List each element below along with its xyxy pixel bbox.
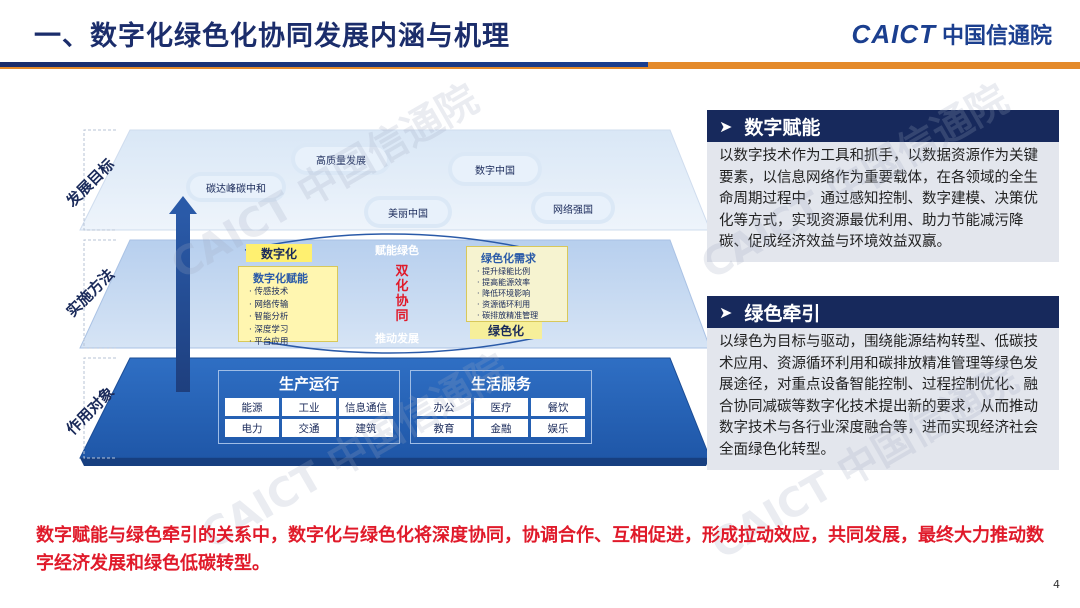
list-item: · 深度学习: [249, 324, 289, 335]
cloud-goal-4: 美丽中国: [368, 200, 448, 224]
traction-panel-title: 绿色牵引: [744, 302, 821, 325]
empower-panel-title: 数字赋能: [744, 116, 821, 139]
dual-synergy-label: 双 化 协 同: [395, 264, 409, 324]
method-bracket: [83, 239, 116, 349]
up-arrow-shaft: [176, 214, 190, 392]
arc-bottom-label: 推动发展: [375, 332, 419, 345]
target-cell: 教育: [417, 419, 471, 437]
cloud-goal-3: 碳达峰碳中和: [190, 176, 282, 198]
chevron-right-icon: ➤: [719, 302, 733, 322]
target-cell: 电力: [225, 419, 279, 437]
traction-panel-header: ➤ 绿色牵引: [707, 296, 1059, 328]
cloud-goal-1: 高质量发展: [295, 147, 387, 171]
conclusion-text: 数字赋能与绿色牵引的关系中，数字化与绿色化将深度协同，协调合作、互相促进，形成拉…: [36, 525, 1044, 574]
target-cell: 信息通信: [339, 398, 393, 416]
list-item: · 传感技术: [249, 287, 289, 297]
cloud-goal-2: 数字中国: [452, 156, 538, 182]
page-number: 4: [1053, 578, 1060, 591]
chevron-right-icon: ➤: [719, 116, 733, 136]
list-item: · 平台应用: [249, 337, 289, 347]
green-demand-list: · 提升绿能比例 · 提高能源效率 · 降低环境影响 · 资源循环利用 · 碳排…: [467, 266, 567, 321]
logo-mark: CAICT: [851, 18, 936, 49]
list-item: · 降低环境影响: [477, 289, 531, 298]
digital-label: 数字化: [246, 244, 312, 262]
life-block: 生活服务 办公 医疗 餐饮 教育 金融 娱乐: [410, 370, 592, 444]
life-title: 生活服务: [470, 375, 531, 393]
list-item: · 资源循环利用: [477, 300, 531, 309]
goal-bracket: [83, 129, 116, 231]
arc-bottom: [244, 337, 536, 354]
production-title: 生产运行: [278, 375, 339, 393]
green-demand-title: 绿色化需求: [481, 252, 536, 265]
target-cell: 娱乐: [531, 419, 585, 437]
green-label: 绿色化: [470, 322, 542, 339]
digital-empower-box: 数字化赋能 · 传感技术 · 网络传输 · 智能分析 · 深度学习 · 平台应用: [238, 266, 338, 347]
cloud-goal-5: 网络强国: [535, 196, 611, 220]
life-grid: 办公 医疗 餐饮 教育 金融 娱乐: [411, 394, 591, 441]
layered-diagram: 发展目标 实施方法 作用对象 高质量发展 数字中国 碳达峰碳中和 美丽中国 网络…: [63, 100, 710, 480]
header-rule-accent: [0, 67, 1080, 69]
target-cell: 能源: [225, 398, 279, 416]
arc-top: [244, 233, 536, 251]
production-block: 生产运行 能源 工业 信息通信 电力 交通 建筑: [218, 370, 400, 444]
caict-logo: CAICT 中国信通院: [852, 18, 1052, 50]
green-demand-box: 绿色化需求 · 提升绿能比例 · 提高能源效率 · 降低环境影响 · 资源循环利…: [466, 246, 568, 322]
target-plane-edge: [80, 458, 710, 466]
digital-empower-list: · 传感技术 · 网络传输 · 智能分析 · 深度学习 · 平台应用: [239, 286, 337, 349]
empower-panel-header: ➤ 数字赋能: [707, 110, 1059, 142]
list-item: · 提高能源效率: [477, 278, 531, 287]
target-cell: 餐饮: [531, 398, 585, 416]
list-item: · 网络传输: [249, 299, 289, 310]
arc-top-label: 赋能绿色: [375, 244, 419, 257]
production-grid: 能源 工业 信息通信 电力 交通 建筑: [219, 394, 399, 441]
target-cell: 交通: [282, 419, 336, 437]
up-arrow-head: [169, 196, 197, 214]
list-item: · 碳排放精准管理: [477, 311, 539, 320]
list-item: · 智能分析: [249, 312, 289, 322]
traction-panel-body: 以绿色为目标与驱动，围绕能源结构转型、低碳技术应用、资源循环利用和碳排放精准管理…: [707, 328, 1059, 470]
target-bracket: [83, 357, 116, 459]
logo-text: 中国信通院: [941, 24, 1052, 49]
digital-empower-title: 数字化赋能: [253, 272, 308, 285]
empower-panel-body: 以数字技术作为工具和抓手，以数据资源作为关键要素，以信息网络作为重要载体，在各领…: [707, 142, 1059, 262]
header-rule: [0, 62, 1080, 67]
page-title: 一、数字化绿色化协同发展内涵与机理: [34, 21, 510, 52]
target-cell: 办公: [417, 398, 471, 416]
target-cell: 建筑: [339, 419, 393, 437]
target-cell: 金融: [474, 419, 528, 437]
target-cell: 工业: [282, 398, 336, 416]
list-item: · 提升绿能比例: [477, 267, 531, 276]
target-cell: 医疗: [474, 398, 528, 416]
